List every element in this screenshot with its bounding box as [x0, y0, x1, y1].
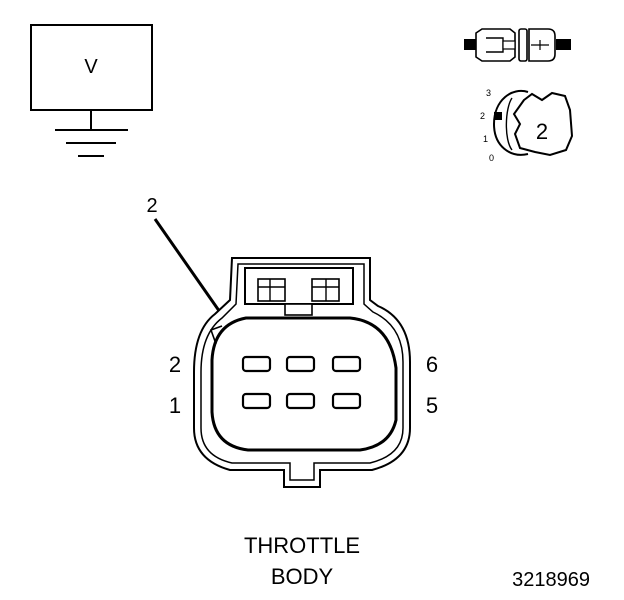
polarization-mark — [209, 325, 223, 345]
component-name-line1: THROTTLE — [244, 533, 360, 558]
callout-label: 2 — [146, 195, 157, 217]
terminal-cavity — [331, 392, 362, 410]
test-probe-icon — [464, 28, 571, 62]
knob-grip — [512, 91, 574, 157]
terminal-cavity — [331, 355, 362, 373]
terminal-cavity — [285, 355, 316, 373]
pin-label-bottom-left: 1 — [169, 393, 181, 418]
voltmeter-symbol: V — [30, 24, 153, 157]
pin-label-top-right: 6 — [426, 352, 438, 377]
selector-knob-icon: 3 2 1 0 2 — [480, 88, 574, 163]
pin-label-top-left: 2 — [169, 352, 181, 377]
voltmeter-label: V — [84, 56, 98, 78]
selector-position-label: 2 — [536, 119, 548, 144]
voltmeter-box — [30, 24, 153, 111]
selector-scale-1: 1 — [483, 134, 488, 144]
knob-pointer — [494, 112, 502, 120]
component-name-line2: BODY — [271, 564, 334, 589]
terminal-cavity — [241, 392, 272, 410]
locking-tab — [244, 267, 354, 316]
terminal-cavity — [285, 392, 316, 410]
selector-scale-0: 0 — [489, 153, 494, 163]
selector-scale-2: 2 — [480, 111, 485, 121]
pin-label-bottom-right: 5 — [426, 393, 438, 418]
selector-scale-3: 3 — [486, 88, 491, 98]
terminal-cavity — [241, 355, 272, 373]
connector-face — [210, 316, 398, 452]
figure-id: 3218969 — [512, 569, 590, 591]
connector-inner-housing — [200, 263, 404, 481]
throttle-body-connector — [193, 257, 411, 488]
ground-icon — [55, 129, 128, 157]
